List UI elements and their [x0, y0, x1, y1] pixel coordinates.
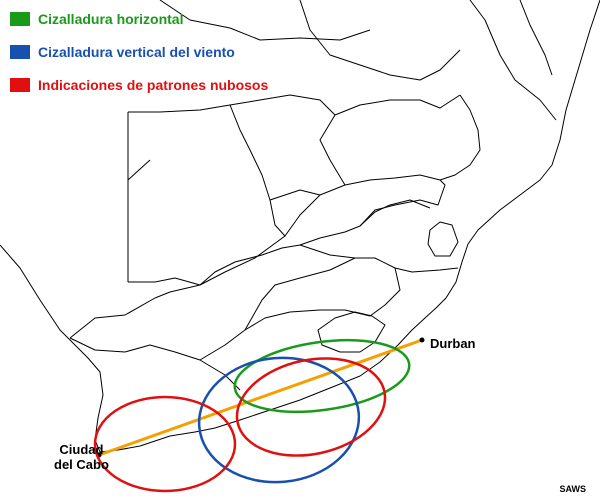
city-label-cape-town-line2: del Cabo — [54, 457, 109, 472]
legend: Cizalladura horizontal Cizalladura verti… — [10, 10, 268, 109]
inland-border-1 — [229, 104, 286, 237]
province-border-6 — [394, 267, 459, 273]
province-border-1 — [69, 337, 241, 391]
legend-label-vertical-shear: Cizalladura vertical del viento — [38, 44, 235, 60]
city-label-durban: Durban — [430, 336, 476, 351]
legend-item-vertical-shear: Cizalladura vertical del viento — [10, 43, 268, 61]
horizontal-shear-ellipse — [233, 338, 411, 414]
zambia-border — [299, 0, 461, 81]
botswana-namibia-border — [128, 94, 336, 116]
durban-point — [419, 337, 425, 343]
vertical-shear-ellipse — [197, 356, 361, 484]
province-border-7 — [359, 179, 446, 227]
lesotho-border — [317, 311, 386, 353]
legend-swatch-red — [10, 78, 30, 92]
legend-item-horizontal-shear: Cizalladura horizontal — [10, 10, 268, 28]
province-border-4 — [199, 244, 356, 286]
legend-label-horizontal-shear: Cizalladura horizontal — [38, 11, 184, 27]
province-border-5 — [299, 199, 431, 246]
cloud-patterns-ellipse-east — [235, 357, 387, 457]
city-label-cape-town: Ciudad del Cabo — [54, 442, 109, 472]
city-label-cape-town-line1: Ciudad — [59, 442, 104, 457]
legend-item-cloud-patterns: Indicaciones de patrones nubosos — [10, 76, 268, 94]
transect-line — [98, 338, 423, 457]
legend-label-cloud-patterns: Indicaciones de patrones nubosos — [38, 77, 269, 93]
zimbabwe-border — [319, 94, 461, 186]
north-border — [127, 159, 151, 200]
orange-river-border — [69, 284, 201, 339]
eswatini-border — [427, 221, 459, 257]
mozambique-border — [439, 94, 481, 181]
province-border-2 — [199, 309, 371, 361]
malawi-border — [519, 0, 553, 76]
angola-border — [159, 0, 371, 41]
inland-border-2 — [269, 189, 321, 201]
country-borders — [0, 0, 600, 453]
botswana-border — [128, 174, 441, 286]
credit-label: SAWS — [559, 484, 586, 494]
legend-swatch-blue — [10, 45, 30, 59]
legend-swatch-green — [10, 12, 30, 26]
northeast-border — [469, 0, 557, 121]
cloud-patterns-ellipse-west — [93, 395, 237, 493]
